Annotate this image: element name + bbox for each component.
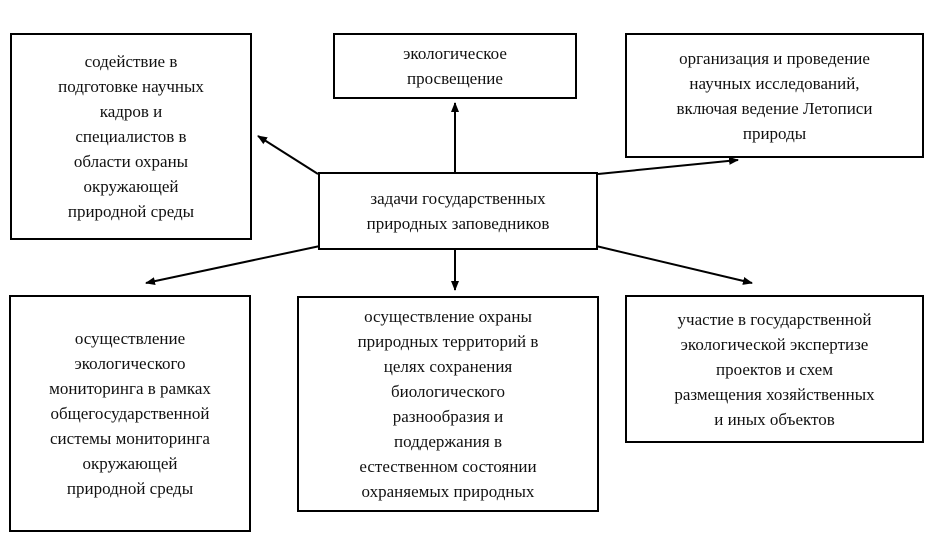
- center-box-label: задачи государственных природных заповед…: [366, 189, 550, 233]
- arrow-to-bottom-right: [595, 245, 753, 285]
- box-state-expertise-label: участие в государственной экологической …: [674, 309, 875, 429]
- box-territory-protection: осуществление охраны природных территори…: [297, 296, 599, 512]
- box-state-expertise: участие в государственной экологической …: [625, 295, 924, 443]
- box-scientific-research: организация и проведение научных исследо…: [625, 33, 924, 158]
- arrow-to-top-left: [257, 135, 319, 175]
- box-ecological-monitoring: осуществление экологического мониторинга…: [9, 295, 251, 532]
- arrow-to-top-right: [597, 156, 739, 175]
- box-staff-training: содействие в подготовке научных кадров и…: [10, 33, 252, 240]
- box-territory-protection-label: осуществление охраны природных территори…: [357, 307, 539, 501]
- center-box-tasks: задачи государственных природных заповед…: [318, 172, 598, 250]
- box-ecological-education-label: экологическое просвещение: [403, 44, 507, 88]
- box-scientific-research-label: организация и проведение научных исследо…: [676, 48, 873, 143]
- box-ecological-education: экологическое просвещение: [333, 33, 577, 99]
- box-staff-training-label: содействие в подготовке научных кадров и…: [58, 52, 204, 221]
- box-ecological-monitoring-label: осуществление экологического мониторинга…: [49, 329, 211, 498]
- arrow-to-bottom-left: [145, 245, 321, 286]
